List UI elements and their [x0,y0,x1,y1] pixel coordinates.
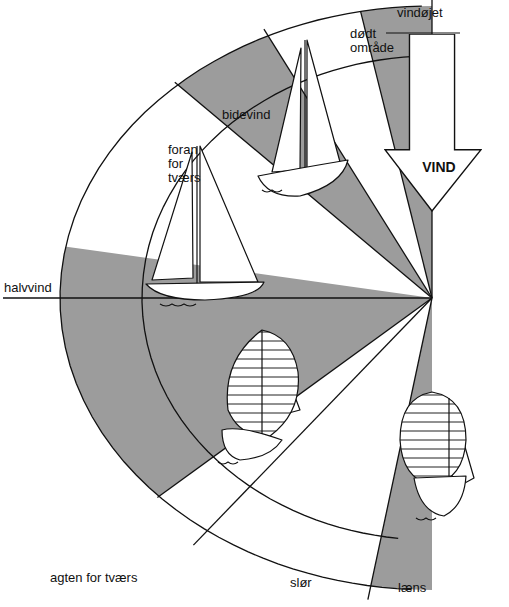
grey-sectors [0,0,432,607]
point-of-sail-label: bidevind [222,108,292,122]
point-of-sail-label: vindøjet [397,6,467,20]
point-of-sail-label: halvvind [4,281,74,295]
sector-line [193,298,432,545]
point-of-sail-label: dødt område [350,27,402,55]
sector-line [157,298,432,498]
point-of-sail-label: læns [398,581,438,595]
point-of-sail-label: agten for tværs [50,571,170,585]
sector-line [175,82,432,298]
point-of-sail-label: slør [290,576,330,590]
wind-label: VIND [422,159,455,175]
wind-arrow: VIND [384,34,482,212]
point-of-sail-label: foran for tværs [168,143,214,185]
arrow-shape [384,34,482,212]
